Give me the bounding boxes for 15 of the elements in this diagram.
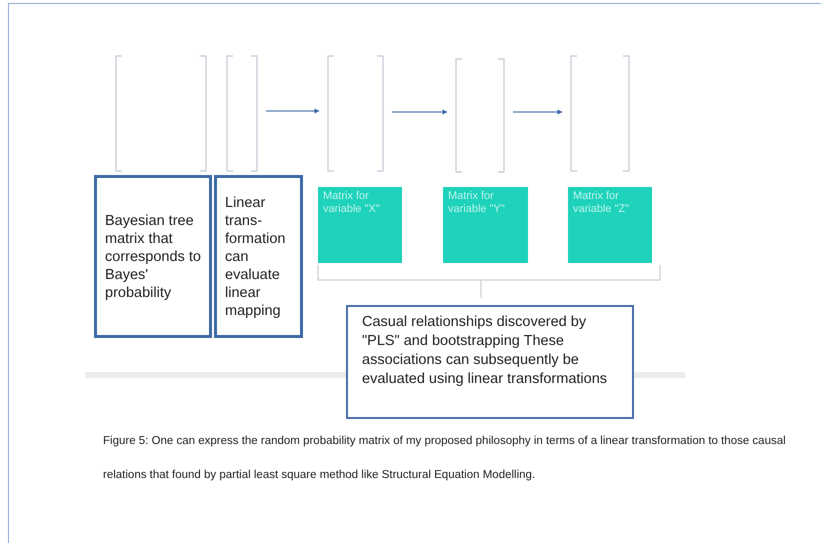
matrix-bracket xyxy=(226,55,258,172)
matrix-bracket xyxy=(115,55,207,172)
arrow xyxy=(512,110,562,114)
text-box: Bayesian tree matrix that corresponds to Bayes' probability xyxy=(94,175,212,338)
text-box: Casual relationships discovered by "PLS" and bootstrapping These associations can subsequently be evaluated using linear transformations xyxy=(346,305,634,419)
arrow xyxy=(266,108,320,114)
matrix-bracket xyxy=(570,55,630,172)
arrow xyxy=(392,110,448,114)
text-box: Linear trans- formation can evaluate linear mapping xyxy=(214,175,303,338)
matrix-bracket xyxy=(455,58,505,173)
matrix-bracket xyxy=(327,55,384,172)
matrix-box: Matrix for variable "Y" xyxy=(443,187,528,263)
matrix-box: Matrix for variable "Z" xyxy=(568,187,652,263)
matrix-box: Matrix for variable "X" xyxy=(318,187,402,263)
figure-caption: Figure 5: One can express the random probability matrix of my proposed philosophy in terms of a linear transformation to those causal relations that found by partial least square method like Structural Equation Modelling. xyxy=(103,434,787,483)
